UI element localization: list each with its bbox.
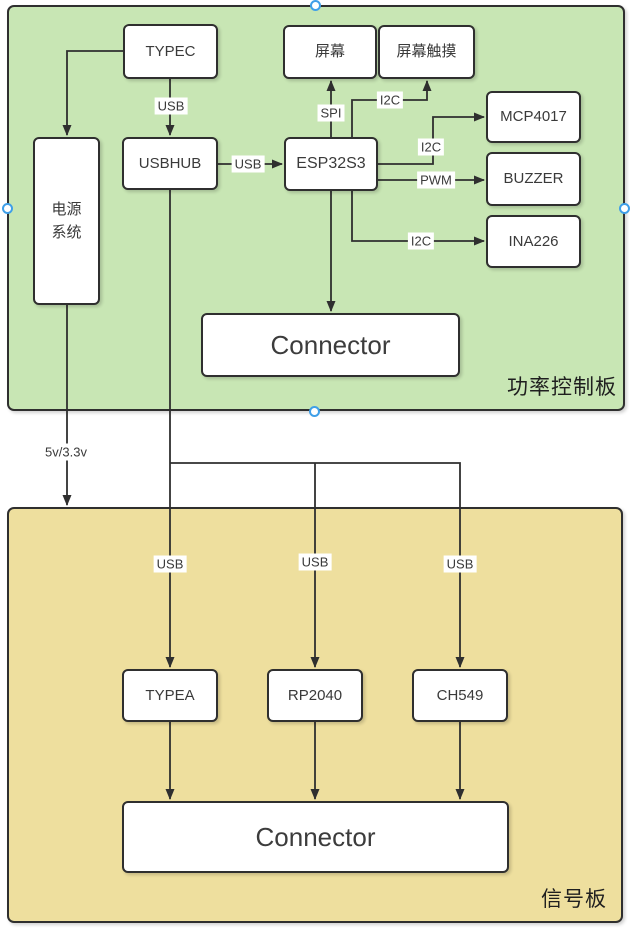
node-screen-touch[interactable]: 屏幕触摸: [378, 25, 475, 79]
node-power-system[interactable]: 电源 系统: [33, 137, 100, 305]
node-typea-label: TYPEA: [145, 686, 195, 704]
edge-label-usb-ch549[interactable]: USB: [443, 555, 477, 573]
node-ch549[interactable]: CH549: [412, 669, 508, 722]
node-esp32s3-label: ESP32S3: [296, 154, 366, 172]
node-ina226[interactable]: INA226: [486, 215, 581, 268]
node-power-connector[interactable]: Connector: [201, 313, 460, 377]
edge-label-usb-usbhub-esp32s3[interactable]: USB: [231, 155, 265, 173]
node-typec-label: TYPEC: [145, 42, 196, 60]
selection-handle-top[interactable]: [309, 0, 321, 11]
node-typea[interactable]: TYPEA: [122, 669, 218, 722]
node-rp2040[interactable]: RP2040: [267, 669, 363, 722]
node-power-connector-label: Connector: [270, 329, 391, 360]
edge-label-i2c-mcp4017[interactable]: I2C: [417, 138, 445, 156]
edge-label-usb-typec-usbhub[interactable]: USB: [154, 97, 188, 115]
node-ch549-label: CH549: [436, 686, 484, 704]
edge-label-i2c-ina226[interactable]: I2C: [407, 232, 435, 250]
node-usbhub[interactable]: USBHUB: [122, 137, 218, 190]
node-screen[interactable]: 屏幕: [283, 25, 377, 79]
node-usbhub-label: USBHUB: [138, 154, 202, 172]
signal-board-label: 信号板: [541, 888, 607, 911]
selection-handle-left[interactable]: [1, 202, 13, 214]
node-screen-touch-label: 屏幕触摸: [396, 43, 457, 61]
selection-handle-bottom[interactable]: [308, 405, 320, 417]
node-mcp4017-label: MCP4017: [500, 108, 567, 126]
node-signal-connector[interactable]: Connector: [122, 801, 509, 873]
node-screen-label: 屏幕: [314, 43, 345, 61]
node-esp32s3[interactable]: ESP32S3: [284, 137, 378, 191]
node-typec[interactable]: TYPEC: [123, 24, 218, 79]
selection-handle-right[interactable]: [618, 202, 630, 214]
edge-label-spi[interactable]: SPI: [317, 104, 345, 122]
edge-label-power-rail[interactable]: 5v/3.3v: [42, 443, 90, 461]
edge-label-i2c-screen-touch[interactable]: I2C: [376, 91, 404, 109]
node-buzzer-label: BUZZER: [503, 170, 564, 188]
edge-label-usb-typea[interactable]: USB: [153, 555, 187, 573]
power-board-label: 功率控制板: [507, 376, 617, 399]
node-mcp4017[interactable]: MCP4017: [486, 91, 581, 143]
node-power-system-label: 电源 系统: [51, 200, 82, 241]
node-buzzer[interactable]: BUZZER: [486, 152, 581, 206]
node-signal-connector-label: Connector: [255, 821, 376, 852]
node-rp2040-label: RP2040: [287, 686, 343, 704]
edge-label-pwm[interactable]: PWM: [417, 171, 455, 189]
node-ina226-label: INA226: [508, 232, 559, 250]
edge-label-usb-rp2040[interactable]: USB: [298, 553, 332, 571]
